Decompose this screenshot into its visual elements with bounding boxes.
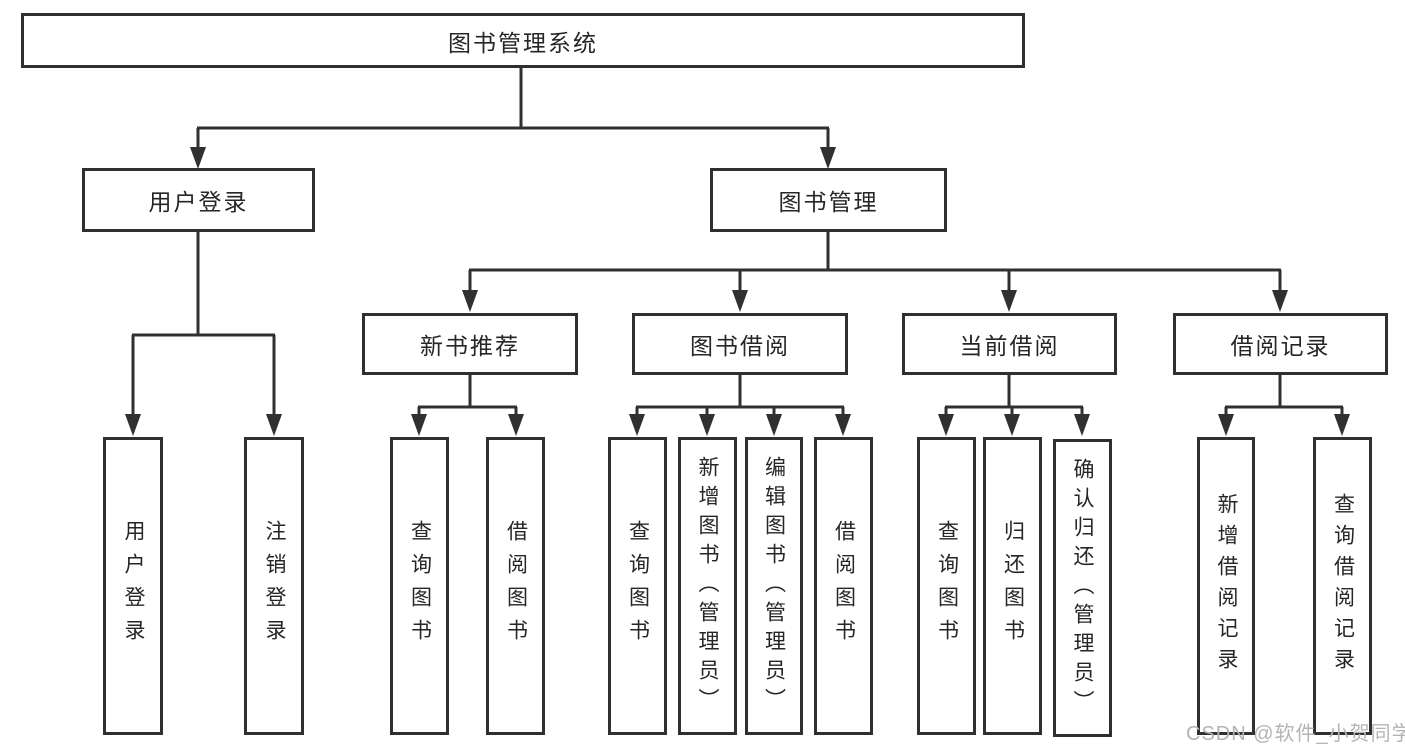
csdn-watermark: CSDN @软件_小贺同学 xyxy=(1186,723,1405,745)
node-new-book-recommend: 新书推荐 xyxy=(362,313,578,375)
connector-current-borrow-to-children xyxy=(944,375,1084,416)
arrow-icon xyxy=(190,147,206,169)
arrow-icon xyxy=(699,414,715,436)
arrow-icon xyxy=(125,414,141,436)
arrow-icon xyxy=(462,290,478,312)
leaf-query-books-borrow: 查询图书 xyxy=(608,437,667,735)
leaf-query-books-current: 查询图书 xyxy=(917,437,976,735)
arrow-icon xyxy=(938,414,954,436)
connector-user-login-to-children xyxy=(131,232,276,416)
arrow-icon xyxy=(766,414,782,436)
arrow-icon xyxy=(1074,414,1090,436)
leaf-logout: 注销登录 xyxy=(244,437,304,735)
leaf-user-login: 用户登录 xyxy=(103,437,163,735)
leaf-add-borrow-record: 新增借阅记录 xyxy=(1197,437,1255,735)
connector-lines xyxy=(131,68,1344,416)
arrow-icon xyxy=(266,414,282,436)
leaf-edit-book-admin: 编辑图书（管理员） xyxy=(745,437,803,735)
leaf-query-books-recommend: 查询图书 xyxy=(390,437,449,735)
arrow-icon xyxy=(1001,290,1017,312)
arrow-icon xyxy=(1218,414,1234,436)
leaf-borrow-books-recommend: 借阅图书 xyxy=(486,437,545,735)
leaf-confirm-return-admin: 确认归还（管理员） xyxy=(1053,439,1112,737)
arrow-icon xyxy=(1272,290,1288,312)
arrow-icon xyxy=(732,290,748,312)
node-book-management-system: 图书管理系统 xyxy=(21,13,1025,68)
leaf-borrow-books-borrow: 借阅图书 xyxy=(814,437,873,735)
node-current-borrow: 当前借阅 xyxy=(902,313,1117,375)
arrow-icon xyxy=(1004,414,1020,436)
connector-book-management-to-level3 xyxy=(468,232,1282,292)
connector-arrowheads xyxy=(125,147,1350,436)
node-user-login: 用户登录 xyxy=(82,168,315,232)
arrow-icon xyxy=(629,414,645,436)
arrow-icon xyxy=(1334,414,1350,436)
arrow-icon xyxy=(835,414,851,436)
arrow-icon xyxy=(508,414,524,436)
leaf-add-book-admin: 新增图书（管理员） xyxy=(678,437,737,735)
node-book-borrow: 图书借阅 xyxy=(632,313,848,375)
connector-root-to-level2 xyxy=(196,68,830,149)
connector-new-book-recommend-to-children xyxy=(417,375,518,416)
connector-book-borrow-to-children xyxy=(635,375,845,416)
leaf-query-borrow-record: 查询借阅记录 xyxy=(1313,437,1372,735)
arrow-icon xyxy=(411,414,427,436)
node-borrow-records: 借阅记录 xyxy=(1173,313,1388,375)
arrow-icon xyxy=(820,147,836,169)
connector-borrow-records-to-children xyxy=(1224,375,1344,416)
leaf-return-book: 归还图书 xyxy=(983,437,1042,735)
node-book-management: 图书管理 xyxy=(710,168,947,232)
